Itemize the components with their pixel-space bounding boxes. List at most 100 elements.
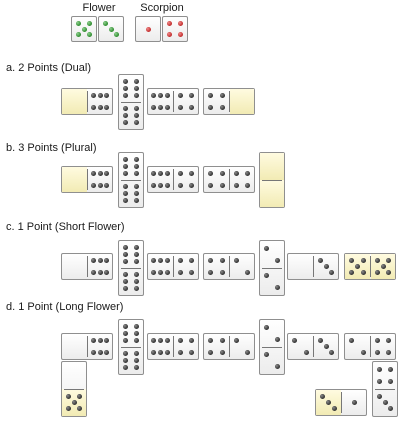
domino-half-left	[288, 334, 313, 359]
domino-half-bottom	[260, 347, 284, 374]
pip	[122, 358, 128, 363]
pip	[178, 20, 184, 26]
domino-d-1	[61, 333, 113, 360]
pip	[219, 171, 225, 177]
pip	[65, 406, 71, 412]
domino-half-right	[174, 334, 198, 359]
pip	[134, 93, 140, 99]
domino-divider	[313, 256, 314, 277]
domino-half-right	[88, 334, 112, 359]
pip	[97, 258, 103, 264]
pip	[134, 198, 140, 204]
pip	[374, 258, 380, 264]
domino-a-3	[147, 88, 199, 115]
domino-half-right	[88, 89, 112, 114]
pip	[87, 20, 93, 26]
domino-d-7	[344, 333, 396, 360]
pip	[263, 351, 269, 357]
pip	[386, 269, 392, 275]
pip	[177, 258, 183, 264]
pip	[245, 171, 251, 177]
domino-half-top	[62, 362, 86, 389]
domino-divider	[262, 180, 282, 181]
pip	[91, 182, 97, 188]
pip	[189, 104, 195, 110]
domino-divider	[173, 336, 174, 357]
domino-half-left	[148, 89, 173, 114]
domino-divider	[229, 256, 230, 277]
domino-divider	[370, 256, 371, 277]
pip	[189, 349, 195, 355]
pip	[219, 258, 225, 264]
domino-divider	[87, 336, 88, 357]
pip	[122, 259, 128, 265]
pip	[122, 252, 128, 257]
pip	[91, 338, 97, 344]
pip	[122, 120, 128, 126]
domino-half-top	[119, 320, 143, 347]
pip	[108, 26, 114, 32]
pip	[97, 269, 103, 275]
pip	[122, 164, 128, 169]
domino-half-left	[62, 167, 87, 192]
domino-d-4	[203, 333, 255, 360]
pip	[263, 272, 269, 278]
pip	[323, 264, 329, 269]
domino-half-bottom	[260, 268, 284, 295]
pip	[134, 252, 140, 257]
domino-half-right	[88, 167, 112, 192]
pip	[349, 269, 355, 275]
pip	[114, 32, 120, 38]
pip	[219, 93, 225, 99]
pip	[329, 269, 335, 275]
pip	[189, 182, 195, 188]
domino-half-right	[314, 334, 338, 359]
pip	[292, 338, 298, 344]
domino-half-right	[342, 390, 366, 415]
pip	[374, 269, 380, 275]
pip	[219, 104, 225, 110]
scorpion-die-2	[162, 16, 188, 42]
pip	[97, 93, 103, 99]
pip	[164, 269, 170, 275]
pip	[91, 104, 97, 110]
pip	[208, 269, 214, 275]
pip	[81, 26, 87, 32]
domino-divider	[87, 169, 88, 190]
pip	[208, 338, 214, 344]
pip	[122, 271, 128, 277]
pip	[275, 337, 281, 343]
pip	[122, 105, 128, 111]
pip	[122, 113, 128, 118]
pip	[134, 271, 140, 277]
pip	[122, 156, 128, 162]
pip	[245, 269, 251, 275]
pip	[233, 182, 239, 188]
domino-half-left	[62, 334, 87, 359]
domino-half-right	[371, 334, 395, 359]
pip	[326, 400, 331, 405]
pip	[97, 182, 103, 188]
pip	[134, 191, 140, 196]
pip	[75, 20, 81, 26]
pip	[158, 349, 163, 355]
pip	[245, 182, 251, 188]
domino-half-left	[288, 254, 313, 279]
domino-divider	[229, 91, 230, 112]
domino-half-left	[204, 334, 229, 359]
pip	[97, 171, 103, 177]
pip	[97, 338, 103, 344]
domino-d-8	[61, 361, 87, 417]
pip	[97, 349, 103, 355]
section-b-label: b. 3 Points (Plural)	[6, 142, 97, 154]
pip	[134, 323, 140, 329]
domino-half-left	[204, 167, 229, 192]
domino-half-left	[62, 89, 87, 114]
domino-d-5	[259, 319, 285, 375]
pip	[65, 393, 71, 399]
domino-c-3	[147, 253, 199, 280]
domino-half-left	[345, 334, 370, 359]
domino-half-bottom	[119, 268, 143, 295]
pip	[355, 264, 360, 269]
pip	[151, 258, 157, 264]
